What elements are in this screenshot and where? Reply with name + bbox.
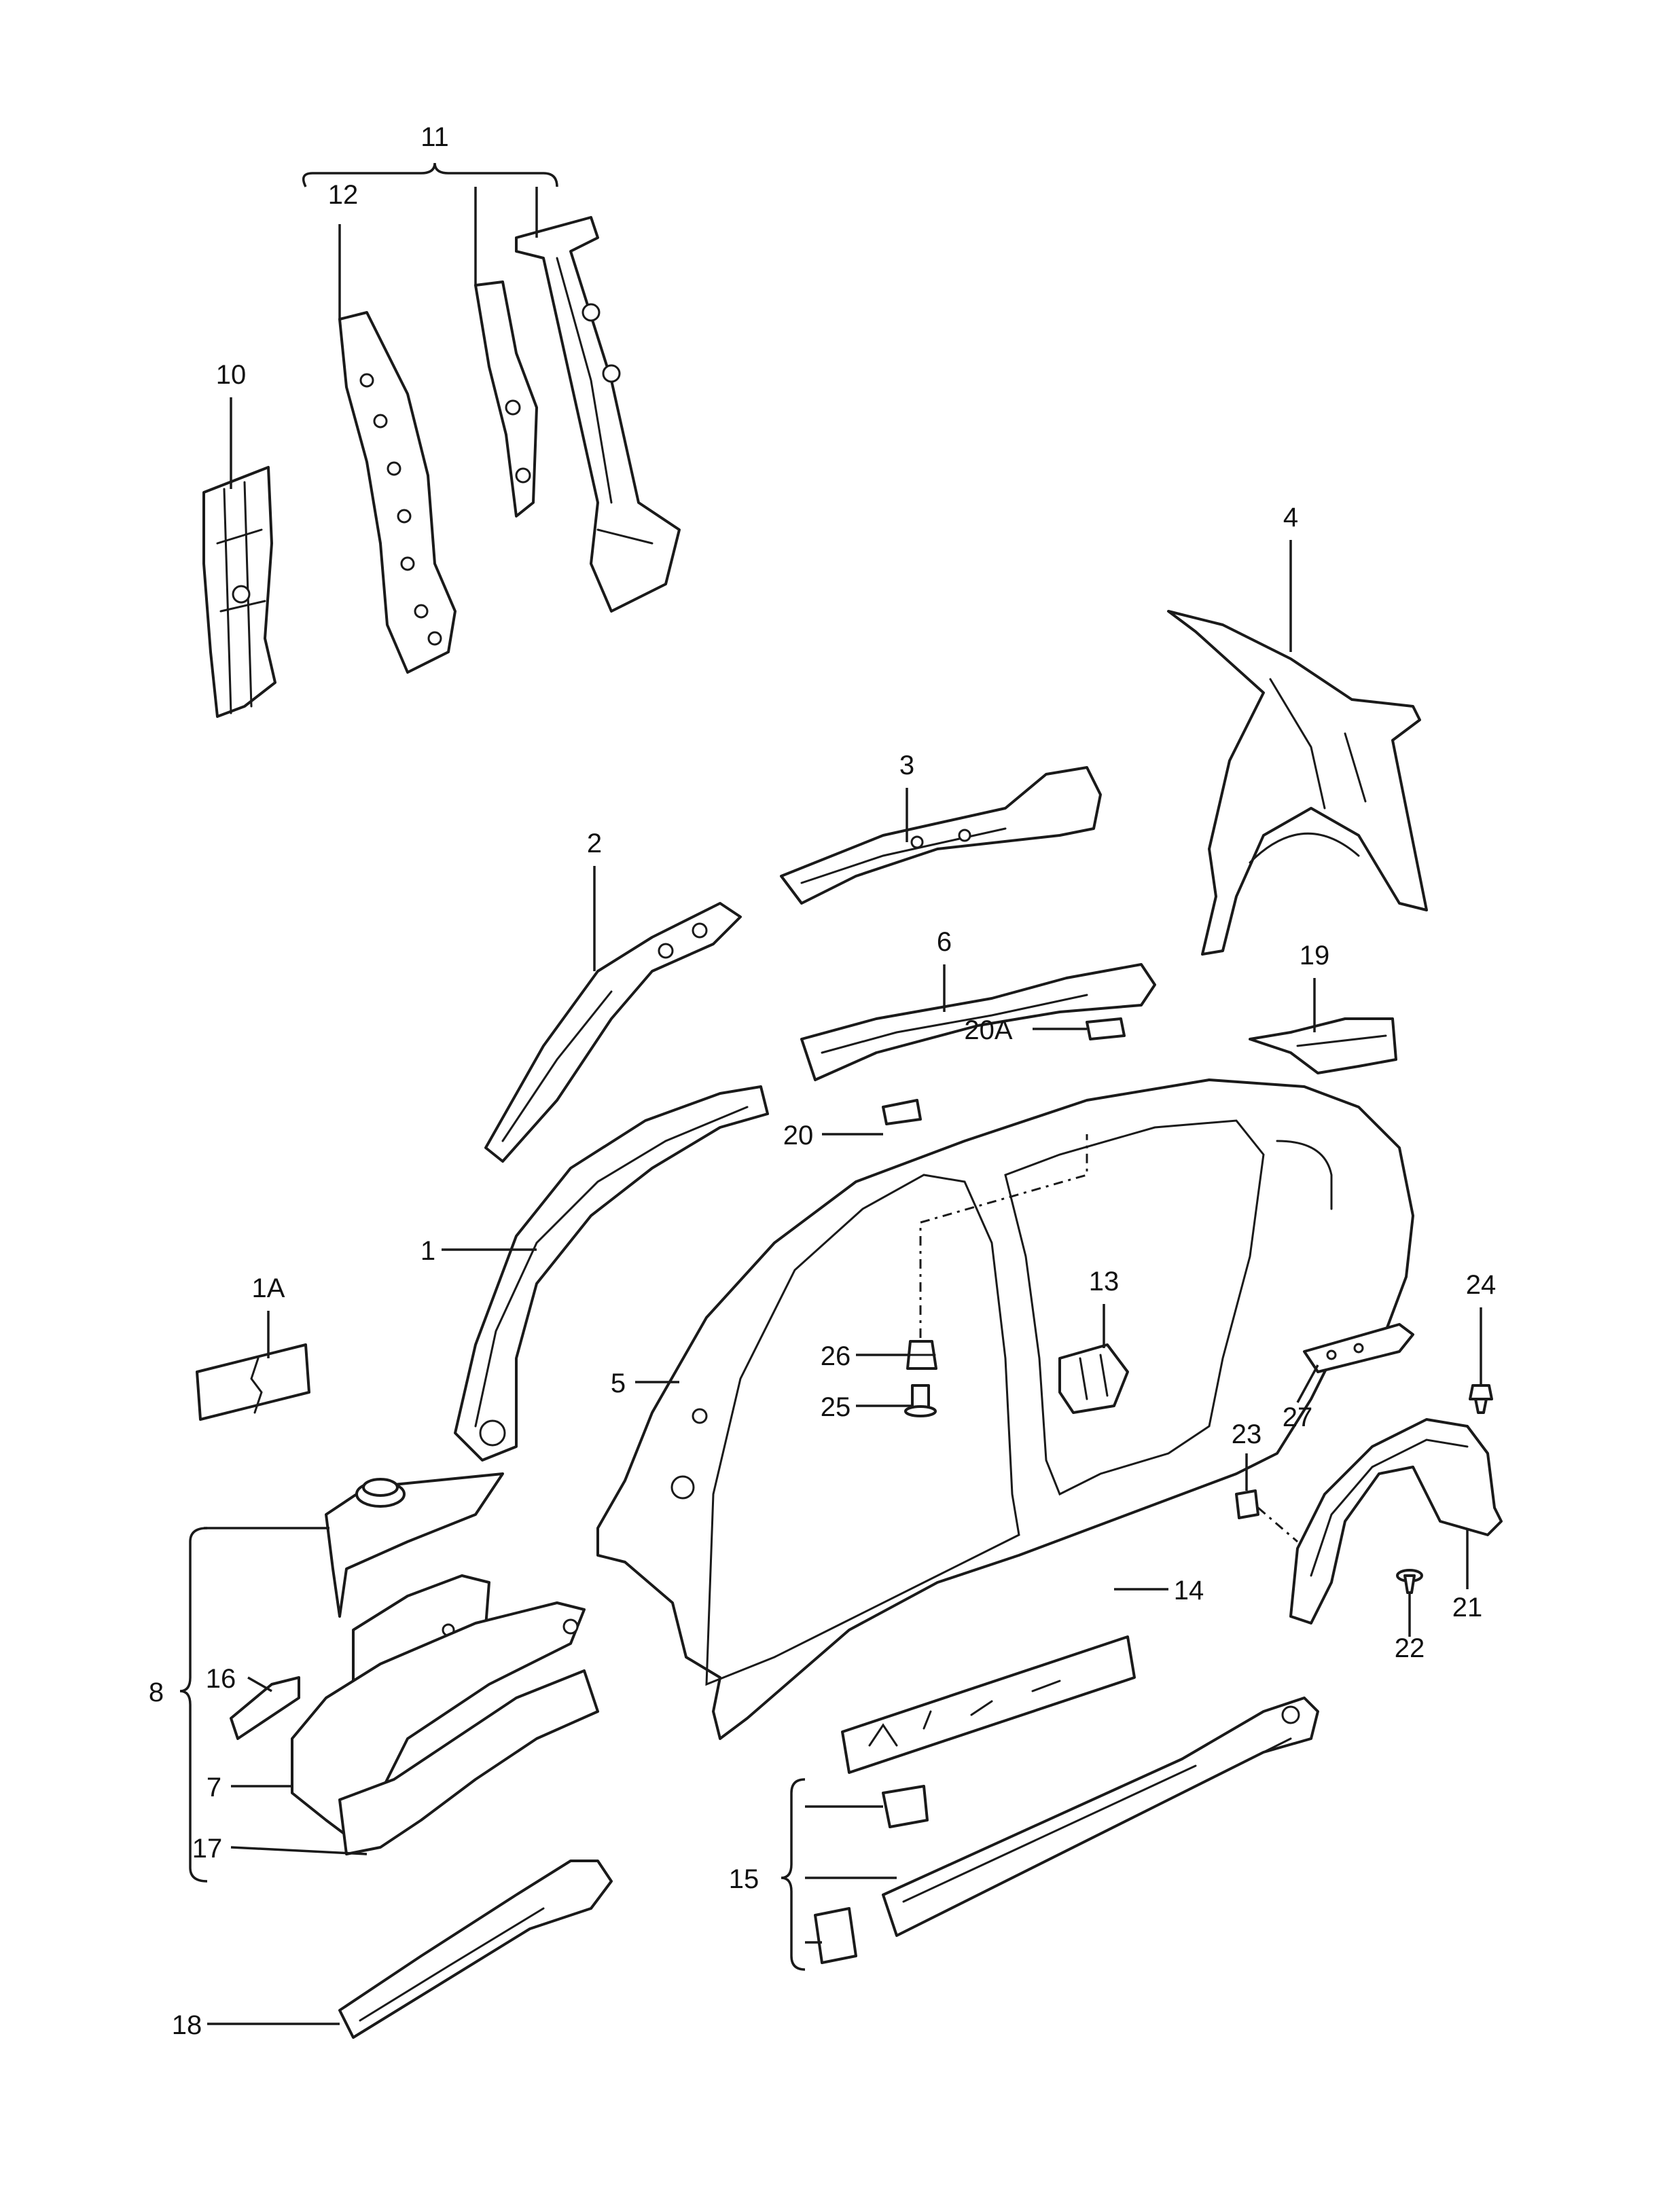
part-24-push-rivet xyxy=(1469,1384,1493,1414)
callout-6: 6 xyxy=(937,927,952,957)
callout-7: 7 xyxy=(207,1773,221,1802)
part-4-rear-quarter-inner xyxy=(1167,610,1428,956)
callout-14: 14 xyxy=(1174,1576,1204,1606)
callout-1A: 1A xyxy=(252,1273,285,1303)
part-1-a-pillar-front xyxy=(454,1085,769,1462)
callout-18: 18 xyxy=(172,2010,202,2040)
part-3-roof-side-rail xyxy=(780,766,1102,905)
part-11-small-bracket xyxy=(474,280,538,518)
callout-24: 24 xyxy=(1466,1270,1497,1300)
callout-26: 26 xyxy=(821,1341,851,1371)
callout-13: 13 xyxy=(1089,1267,1120,1297)
part-13-reinforcement xyxy=(1058,1343,1129,1414)
part-21-wheelhouse-liner xyxy=(1289,1418,1503,1625)
callout-21: 21 xyxy=(1452,1593,1483,1622)
callout-8: 8 xyxy=(149,1678,164,1707)
callout-22: 22 xyxy=(1395,1633,1425,1663)
part-11-b-pillar-inner xyxy=(515,216,681,613)
part-17-front-rail xyxy=(291,1601,599,1855)
callout-23: 23 xyxy=(1232,1419,1262,1449)
callout-2: 2 xyxy=(587,829,602,858)
part-20a-clip xyxy=(1086,1017,1126,1040)
callout-labels: 11 12 10 4 3 2 6 19 20A 20 1 1A 13 24 26… xyxy=(149,122,1496,2040)
part-26-nut xyxy=(906,1340,937,1370)
part-2-a-pillar-upper xyxy=(484,902,742,1163)
callout-1: 1 xyxy=(420,1236,435,1266)
part-15-rocker-sill xyxy=(882,1697,1319,1937)
callout-15: 15 xyxy=(729,1864,759,1894)
part-16-bracket xyxy=(230,1676,300,1740)
part-15-clip-lower xyxy=(814,1907,857,1964)
part-25-bolt xyxy=(904,1384,937,1417)
part-23-clip xyxy=(1235,1489,1259,1519)
part-18-lower-rail xyxy=(338,1860,613,2039)
callout-12: 12 xyxy=(328,180,359,210)
leader-lines xyxy=(179,162,1482,2025)
callout-19: 19 xyxy=(1300,941,1330,971)
part-22-screw xyxy=(1396,1569,1423,1594)
callout-11: 11 xyxy=(420,122,449,152)
callout-20: 20 xyxy=(783,1121,814,1150)
callout-17: 17 xyxy=(192,1834,223,1864)
callout-5: 5 xyxy=(611,1368,626,1398)
part-5-body-side-panel xyxy=(596,1078,1414,1740)
part-6-roof-frame xyxy=(800,963,1156,1081)
assembly-line-fasteners xyxy=(919,1134,1088,1338)
part-8-strut-tower xyxy=(325,1472,504,1618)
part-20-clip xyxy=(882,1099,922,1125)
part-14-sill-reinforcement xyxy=(841,1635,1136,1774)
callout-20A: 20A xyxy=(964,1015,1012,1045)
callout-4: 4 xyxy=(1283,503,1298,532)
part-10-pillar-reinforcement xyxy=(202,466,276,718)
callout-10: 10 xyxy=(216,360,247,390)
callout-3: 3 xyxy=(899,750,914,780)
callout-25: 25 xyxy=(821,1392,851,1422)
part-15-clip-upper xyxy=(882,1785,929,1828)
callout-27: 27 xyxy=(1283,1402,1313,1432)
part-1a-patch xyxy=(196,1343,310,1421)
part-12-curved-pillar xyxy=(338,311,456,674)
callout-16: 16 xyxy=(206,1664,236,1694)
part-19-bracket xyxy=(1249,1017,1397,1074)
